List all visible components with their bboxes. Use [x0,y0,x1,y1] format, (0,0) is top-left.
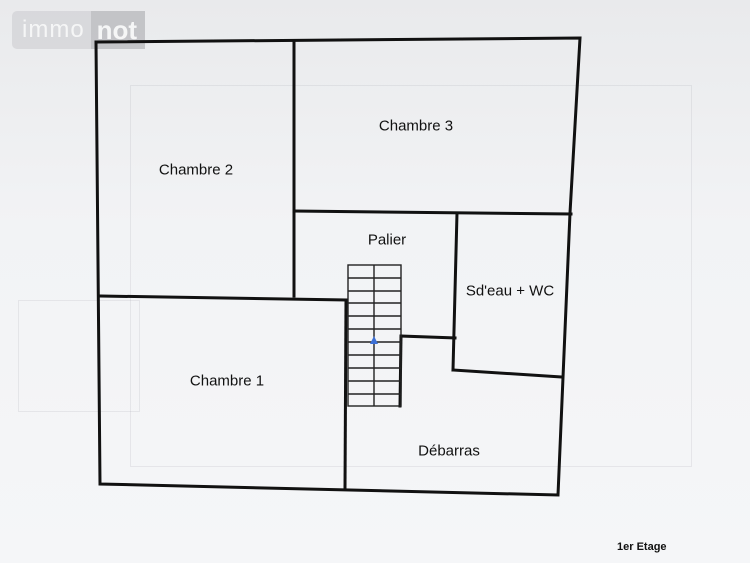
bleed-through-frame [130,85,692,467]
up-arrow-icon [370,336,378,344]
logo-part-immo: immo [12,11,91,49]
outer-wall [94,36,582,497]
wall-chambre1-top [99,294,348,302]
room-label-chambre1: Chambre 1 [189,372,265,390]
wall-chambre3-bottom [292,209,573,216]
wall-chambre1-right [343,298,348,490]
room-label-chambre2: Chambre 2 [158,161,234,179]
wall-sdeau-bottom [451,368,564,379]
room-label-debarras: Débarras [418,442,480,460]
wall-landing-step [399,334,457,340]
room-label-sdeau-wc: Sd'eau + WC [465,282,555,300]
wall-sdeau-left [451,211,459,372]
floor-caption: 1er Etage [617,541,667,553]
room-label-palier: Palier [367,231,407,249]
room-label-chambre3: Chambre 3 [378,117,454,135]
staircase [347,264,402,407]
bleed-through-block [18,300,140,412]
